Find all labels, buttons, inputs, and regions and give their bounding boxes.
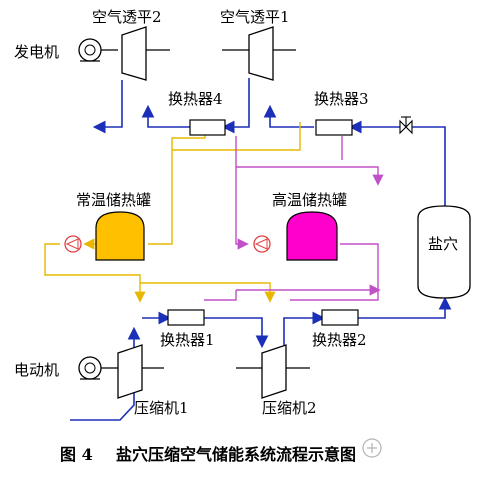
cold-line-hx4-tank [148, 122, 206, 245]
motor-label: 电动机 [14, 361, 59, 379]
heat-exchanger-1 [167, 309, 205, 326]
air-line-hx2-cavern [358, 296, 452, 319]
expander-1 [222, 26, 296, 81]
valve-icon [399, 116, 413, 135]
air-line-hx4-expander2 [141, 104, 190, 128]
hot-oil-pump-icon [253, 235, 271, 253]
cold-oil-lines [44, 122, 301, 303]
air-line-cavern-out [412, 126, 446, 208]
air-line-expander1-hx4 [221, 78, 250, 134]
heat-exchanger-3 [315, 119, 353, 136]
generator-label: 发电机 [14, 43, 59, 61]
compressor-1 [117, 344, 164, 399]
hx2-label: 换热器2 [312, 331, 367, 349]
hot-line-hx1 [204, 290, 237, 301]
hot-line-hx2 [290, 290, 379, 301]
compressor-1-label: 压缩机1 [134, 399, 189, 417]
motor [78, 356, 118, 380]
hx4-label: 换热器4 [168, 90, 223, 108]
hot-line-tank-right [340, 243, 379, 290]
expander-2 [121, 26, 170, 81]
air-line-hx1-c2 [204, 317, 269, 349]
watermark-logo [362, 438, 382, 458]
normal-tank-label: 常温储热罐 [76, 191, 151, 209]
figure-number: 图 4 [60, 445, 93, 464]
salt-cavern [417, 205, 471, 299]
hx1-label: 换热器1 [160, 331, 215, 349]
air-line-hx3-expander1 [263, 104, 314, 128]
air-line-expander2-exhaust [92, 80, 123, 134]
compressor-2-label: 压缩机2 [262, 399, 317, 417]
hot-line-hx4-top [235, 136, 384, 186]
generator [78, 38, 118, 62]
expander-2-label: 空气透平2 [92, 8, 162, 26]
heat-exchanger-4 [189, 119, 226, 136]
cold-oil-pump-icon [64, 235, 82, 253]
salt-cavern-label: 盐穴 [428, 235, 458, 253]
cold-line-hx3-tank [172, 122, 301, 151]
cold-line-to-hx2 [140, 282, 276, 303]
heat-exchanger-2 [321, 309, 359, 326]
air-line-c2-hx2 [283, 311, 326, 345]
high-temp-storage-tank [286, 211, 338, 261]
hot-tank-label: 高温储热罐 [272, 191, 347, 209]
figure-title: 盐穴压缩空气储能系统流程示意图 [116, 445, 356, 464]
hot-oil-lines [204, 136, 384, 301]
compressor-2 [236, 344, 310, 399]
normal-temp-storage-tank [95, 211, 145, 261]
hot-line-to-pump [235, 167, 249, 250]
hx3-label: 换热器3 [314, 90, 369, 108]
expander-1-label: 空气透平1 [220, 8, 290, 26]
